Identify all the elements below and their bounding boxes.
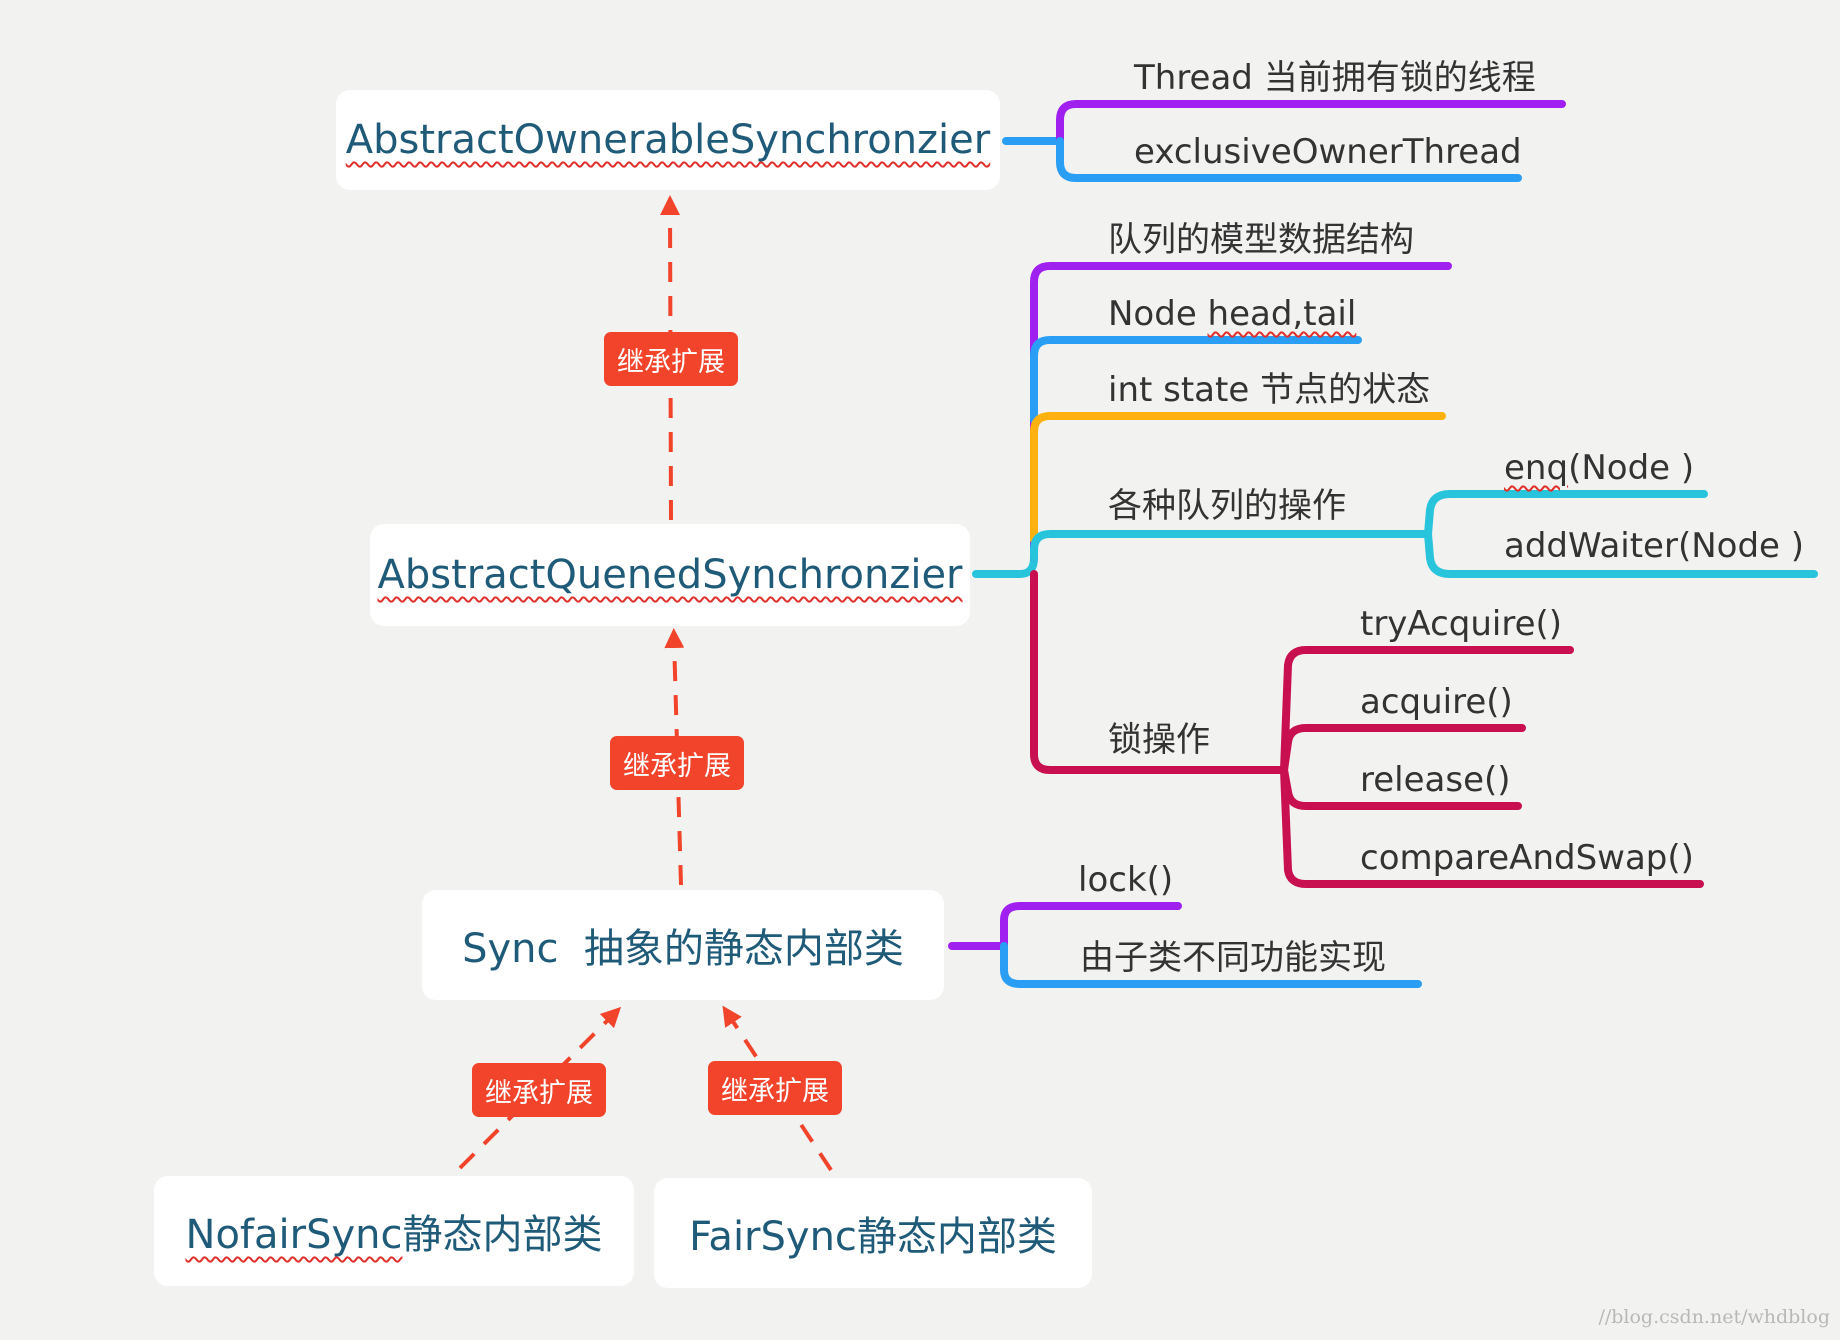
branch-aqs-state (1030, 412, 1446, 544)
node-nofair-suffix: 静态内部类 (402, 1212, 603, 1258)
leaf-queue-model: 队列的模型数据结构 (1108, 220, 1414, 260)
node-abstract-queued-synchronizer: AbstractQuenedSynchronzier (370, 524, 970, 626)
leaf-lock: lock() (1078, 860, 1174, 900)
branch-sync-impl (1000, 942, 1422, 988)
node-sync: Sync 抽象的静态内部类 (422, 890, 944, 1000)
branch-aos-thread (1056, 100, 1566, 145)
leaf-enq-rest: (Node ) (1568, 448, 1695, 488)
inherit-badge-aos: 继承扩展 (604, 332, 738, 386)
leaf-try-acquire: tryAcquire() (1360, 604, 1563, 644)
leaf-compare-and-swap: compareAndSwap() (1360, 838, 1694, 878)
leaf-node-prefix: Node (1108, 294, 1208, 334)
leaf-queue-operations: 各种队列的操作 (1108, 486, 1346, 526)
leaf-enq-wavy: enq (1504, 448, 1569, 488)
inherit-arrow-sync-to-aqs (664, 628, 685, 886)
node-aqs-label: AbstractQuenedSynchronzier (377, 552, 963, 598)
branch-aqs-stem (972, 554, 1038, 578)
branch-aqs-queue-ops (1030, 530, 1432, 562)
node-nofair-label: NofairSync静态内部类 (186, 1202, 603, 1260)
node-aos-label: AbstractOwnerableSynchronzier (345, 117, 991, 163)
leaf-acquire: acquire() (1360, 682, 1513, 722)
branch-aos-exclusive (1056, 137, 1522, 182)
branch-aqs-queue-model (1030, 262, 1452, 562)
leaf-add-waiter: addWaiter(Node ) (1504, 526, 1805, 566)
branch-lock-cas (1280, 766, 1704, 888)
node-nofair-sync: NofairSync静态内部类 (154, 1176, 634, 1286)
node-abstract-ownerable-synchronizer: AbstractOwnerableSynchronzier (336, 90, 1000, 190)
inherit-arrow-aqs-to-aos (660, 195, 681, 521)
branch-aqs-node (1030, 336, 1362, 424)
inherit-arrow-fair-to-sync (722, 1005, 833, 1172)
watermark: //blog.csdn.net/whdblog (1598, 1306, 1830, 1328)
leaf-exclusive-owner-thread: exclusiveOwnerThread (1134, 132, 1522, 172)
leaf-lock-operations: 锁操作 (1108, 720, 1210, 760)
node-fair-sync: FairSync静态内部类 (654, 1178, 1092, 1288)
leaf-enq: enq(Node ) (1504, 448, 1694, 488)
leaf-thread-owner: Thread 当前拥有锁的线程 (1134, 58, 1536, 98)
leaf-node-head-tail-wavy: head,tail (1207, 294, 1357, 334)
node-fair-label: FairSync静态内部类 (689, 1214, 1057, 1260)
leaf-subclass-impl: 由子类不同功能实现 (1080, 938, 1386, 978)
branch-aqs-lock-ops (1030, 570, 1288, 774)
branch-queue-enq (1424, 490, 1708, 538)
branch-lock-tryacquire (1280, 646, 1574, 774)
leaf-node-head-tail: Node head,tail (1108, 294, 1356, 334)
node-sync-label: Sync 抽象的静态内部类 (462, 926, 904, 972)
inherit-badge-aqs: 继承扩展 (610, 736, 744, 790)
branch-lock-acquire (1280, 724, 1526, 774)
inherit-badge-fair: 继承扩展 (708, 1061, 842, 1115)
leaf-release: release() (1360, 760, 1511, 800)
leaf-int-state: int state 节点的状态 (1108, 370, 1431, 410)
inherit-badge-nofair: 继承扩展 (472, 1063, 606, 1117)
node-nofair-prefix: NofairSync (185, 1212, 403, 1258)
branch-queue-addwaiter (1424, 530, 1818, 578)
branch-sync-lock (1000, 902, 1182, 950)
